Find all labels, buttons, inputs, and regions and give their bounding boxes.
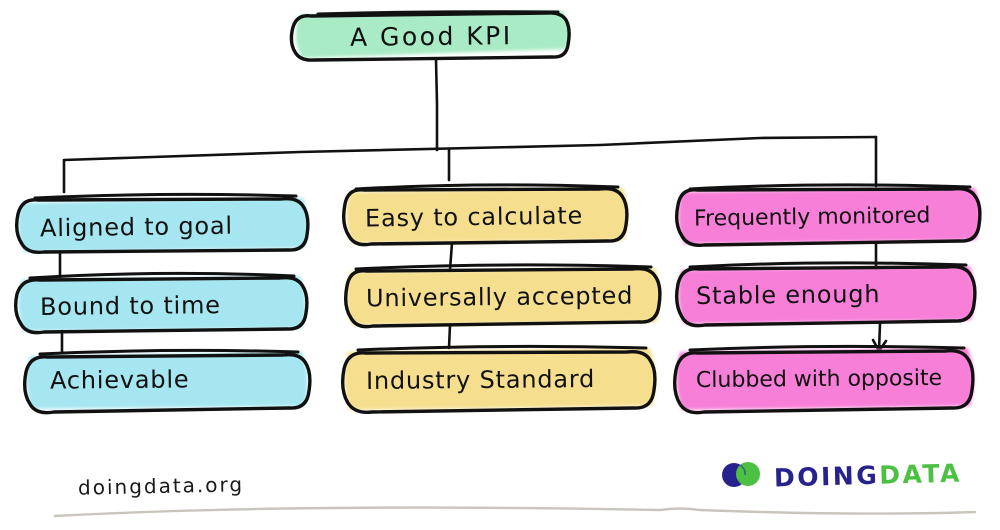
node-outline-accent: [38, 348, 300, 356]
node-outline: [672, 348, 975, 415]
node-outline: [343, 266, 662, 329]
node-outline: [674, 186, 982, 247]
brand-wordmark-data: DATA: [878, 458, 963, 490]
node-outline: [341, 186, 629, 247]
node-outline: [13, 275, 309, 335]
root-node-outline-accent: [316, 10, 560, 16]
tree-connectors: [62, 58, 878, 194]
node-outline-accent: [356, 344, 648, 352]
node-industry-standard[interactable]: [340, 344, 657, 414]
footer-url: doingdata.org: [77, 472, 245, 500]
node-fill: [346, 188, 628, 243]
node-outline-accent: [688, 183, 972, 191]
node-outline-accent: [28, 271, 296, 280]
node-fill: [344, 348, 656, 410]
node-outline: [22, 352, 312, 415]
node-stable-enough[interactable]: [674, 261, 977, 328]
node-fill: [678, 188, 980, 244]
connector-mid-2-3: [447, 323, 452, 350]
column-easy: [340, 183, 662, 414]
node-fill: [18, 276, 306, 331]
root-node-outline: [289, 11, 571, 62]
node-fill: [26, 352, 308, 409]
node-aligned-to-goal[interactable]: [14, 192, 310, 255]
doingdata-logo-icon: [722, 462, 760, 487]
brand-wordmark: DOINGDATA: [774, 458, 963, 492]
node-outline-accent: [688, 344, 966, 352]
column-aligned: [13, 192, 312, 415]
node-fill: [678, 266, 975, 324]
node-outline-accent: [688, 261, 968, 269]
brand-logo[interactable]: DOINGDATA: [718, 458, 963, 492]
brand-wordmark-doing: DOING: [773, 460, 880, 492]
node-easy-to-calculate[interactable]: [341, 183, 629, 247]
node-outline-accent: [33, 192, 298, 200]
node-fill: [676, 348, 974, 410]
connector-horizontal-bar: [62, 135, 878, 162]
node-outline: [674, 264, 977, 328]
column-frequently: [672, 183, 982, 415]
node-outline: [14, 196, 310, 255]
root-node-a-good-kpi[interactable]: [289, 10, 571, 62]
node-outline-accent: [354, 263, 653, 271]
node-universally-accepted[interactable]: [343, 263, 662, 329]
node-outline: [340, 349, 657, 414]
node-outline-accent: [354, 183, 620, 191]
node-frequently-monitored[interactable]: [674, 183, 982, 247]
node-bound-to-time[interactable]: [13, 271, 309, 335]
node-fill: [346, 268, 660, 325]
footer-divider: [53, 506, 977, 518]
connector-root-stem: [434, 58, 439, 152]
node-clubbed-with-opposite[interactable]: [672, 344, 975, 415]
root-node-fill: [295, 11, 570, 58]
node-fill: [18, 198, 308, 252]
node-achievable[interactable]: [22, 348, 312, 415]
